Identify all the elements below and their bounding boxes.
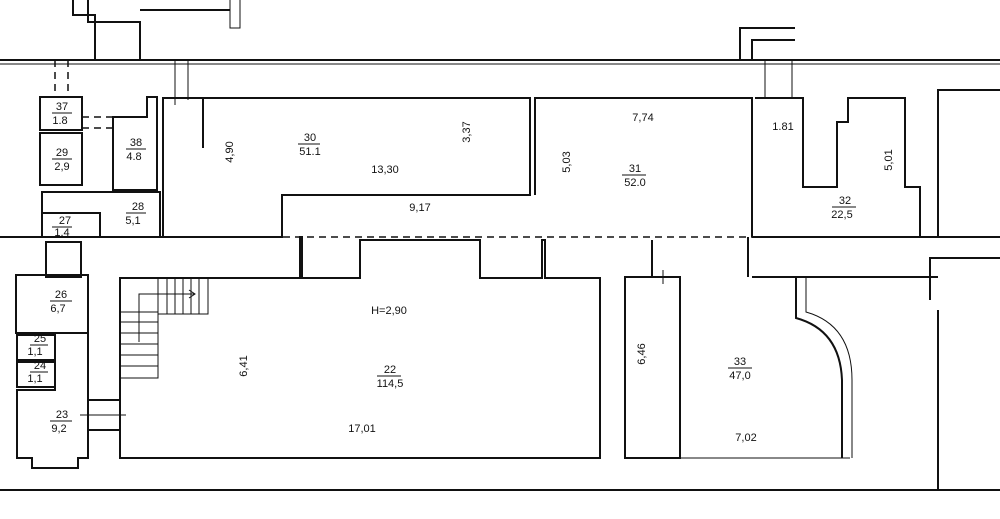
svg-text:32: 32 bbox=[839, 195, 851, 207]
room-31-outline bbox=[534, 97, 753, 237]
room-22-outline bbox=[119, 236, 601, 459]
room-30-outline bbox=[162, 97, 531, 238]
dimension-1330: 13,30 bbox=[371, 164, 399, 176]
svg-text:52.0: 52.0 bbox=[624, 177, 645, 189]
svg-text:47,0: 47,0 bbox=[729, 370, 750, 382]
room-29-label: 292,9 bbox=[52, 147, 72, 173]
staircase bbox=[119, 277, 209, 379]
room-37-label: 371.8 bbox=[52, 101, 72, 127]
svg-text:1,1: 1,1 bbox=[27, 346, 42, 358]
svg-text:26: 26 bbox=[55, 289, 67, 301]
room-30-label: 30 51.1 bbox=[298, 132, 321, 158]
svg-text:37: 37 bbox=[56, 101, 68, 113]
svg-text:22,5: 22,5 bbox=[831, 209, 852, 221]
svg-text:31: 31 bbox=[629, 163, 641, 175]
room-26-label: 266,7 bbox=[50, 289, 72, 315]
dimension-501: 5,01 bbox=[883, 149, 895, 170]
room-27-outline bbox=[41, 212, 101, 238]
room-25-label: 251,1 bbox=[27, 333, 48, 358]
svg-text:114,5: 114,5 bbox=[377, 378, 404, 390]
room-33-outline bbox=[624, 240, 681, 459]
room-23-label: 239,2 bbox=[50, 409, 72, 435]
svg-text:33: 33 bbox=[734, 356, 746, 368]
room-22-label: 22 114,5 bbox=[377, 364, 404, 390]
dimension-503: 5,03 bbox=[561, 151, 573, 172]
room-23-outline bbox=[16, 332, 89, 469]
svg-text:1,1: 1,1 bbox=[27, 373, 42, 385]
dimension-641: 6,41 bbox=[238, 355, 250, 376]
dimension-337: 3,37 bbox=[461, 121, 473, 142]
walls bbox=[0, 0, 1000, 491]
svg-text:1.4: 1.4 bbox=[54, 227, 69, 239]
svg-text:4.8: 4.8 bbox=[126, 151, 141, 163]
dimension-1701: 17,01 bbox=[348, 423, 376, 435]
room-31-label: 31 52.0 bbox=[622, 163, 646, 189]
svg-text:30: 30 bbox=[304, 132, 316, 144]
svg-text:9,2: 9,2 bbox=[51, 423, 66, 435]
svg-text:2,9: 2,9 bbox=[54, 161, 69, 173]
room-24-label: 241,1 bbox=[27, 360, 48, 385]
svg-text:22: 22 bbox=[384, 364, 396, 376]
svg-text:24: 24 bbox=[34, 360, 46, 372]
room-32-outline bbox=[755, 97, 921, 237]
svg-text:29: 29 bbox=[56, 147, 68, 159]
room-27-label: 271.4 bbox=[52, 215, 72, 239]
room-33-label: 33 47,0 bbox=[728, 356, 752, 382]
svg-text:28: 28 bbox=[132, 201, 144, 213]
dimension-490: 4,90 bbox=[224, 141, 236, 162]
dimension-646: 6,46 bbox=[636, 343, 648, 364]
svg-text:51.1: 51.1 bbox=[299, 146, 320, 158]
room-29-outline bbox=[39, 132, 83, 186]
dimension-702: 7,02 bbox=[735, 432, 756, 444]
room-32-label: 32 22,5 bbox=[831, 195, 856, 221]
svg-text:1.8: 1.8 bbox=[52, 115, 67, 127]
dimension-labels: 4,90 13,30 3,37 9,17 7,74 5,03 1.81 5,01… bbox=[224, 112, 895, 444]
room-28-label: 285,1 bbox=[125, 201, 146, 227]
svg-text:38: 38 bbox=[130, 137, 142, 149]
svg-text:27: 27 bbox=[59, 215, 71, 227]
ceiling-height-label: H=2,90 bbox=[371, 305, 407, 317]
dimension-917: 9,17 bbox=[409, 202, 430, 214]
room-37-outline bbox=[39, 96, 83, 131]
svg-text:5,1: 5,1 bbox=[125, 215, 140, 227]
room-38-label: 384.8 bbox=[126, 137, 146, 163]
svg-text:6,7: 6,7 bbox=[50, 303, 65, 315]
room-26-outline bbox=[15, 274, 89, 334]
svg-text:23: 23 bbox=[56, 409, 68, 421]
room-38-outline bbox=[112, 96, 158, 191]
svg-text:25: 25 bbox=[34, 333, 46, 345]
dimension-774: 7,74 bbox=[632, 112, 653, 124]
dimension-181: 1.81 bbox=[772, 121, 793, 133]
